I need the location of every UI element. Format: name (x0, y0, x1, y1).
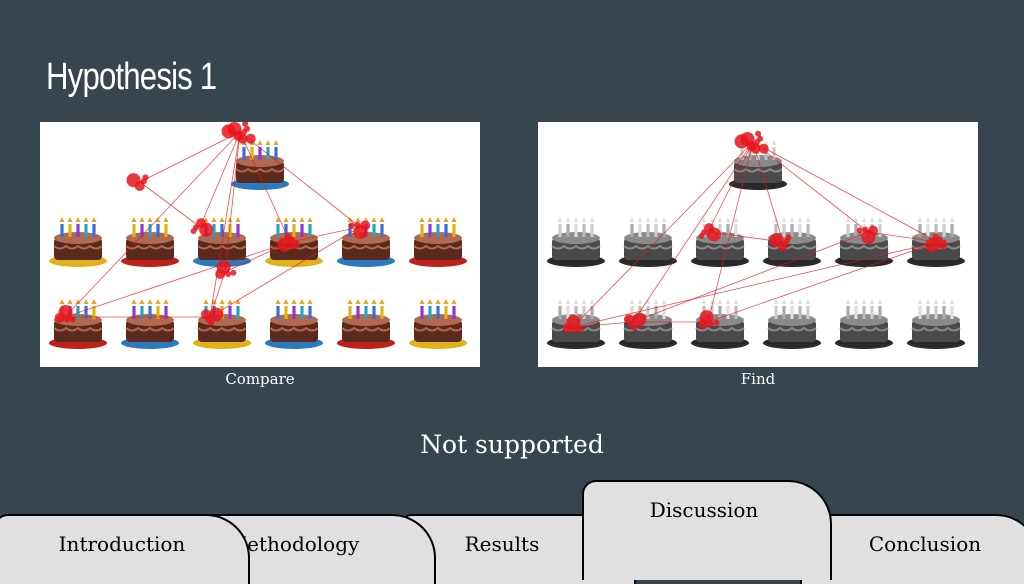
cake-icon (121, 217, 179, 267)
hypothesis-result: Not supported (420, 430, 604, 459)
cake-icon (49, 299, 107, 349)
cake-icon (193, 217, 251, 267)
compare-caption: Compare (225, 370, 295, 388)
tab-label: Introduction (58, 532, 186, 556)
tab-conclusion[interactable]: Conclusion (800, 514, 1024, 584)
compare-heatmap-image (40, 122, 480, 367)
cake-icon (409, 217, 467, 267)
cake-icon (49, 217, 107, 267)
cake-icon (193, 299, 251, 349)
cake-icon (691, 217, 749, 267)
cake-icon (763, 299, 821, 349)
find-heatmap-image (538, 122, 978, 367)
tab-label: Results (464, 532, 540, 556)
tab-discussion[interactable]: Discussion (582, 480, 832, 580)
find-caption: Find (740, 370, 776, 388)
cake-icon (619, 217, 677, 267)
cake-icon (547, 217, 605, 267)
cake-icon (729, 140, 787, 190)
cake-icon (907, 299, 965, 349)
cake-icon (835, 299, 893, 349)
cake-icon (409, 299, 467, 349)
cake-icon (265, 299, 323, 349)
slide-title: Hypothesis 1 (46, 56, 217, 98)
tab-label: Conclusion (868, 532, 982, 556)
cake-icon (121, 299, 179, 349)
tab-introduction[interactable]: Introduction (0, 514, 250, 584)
cake-icon (337, 299, 395, 349)
tab-label: Discussion (649, 498, 759, 522)
cake-icon (231, 140, 289, 190)
